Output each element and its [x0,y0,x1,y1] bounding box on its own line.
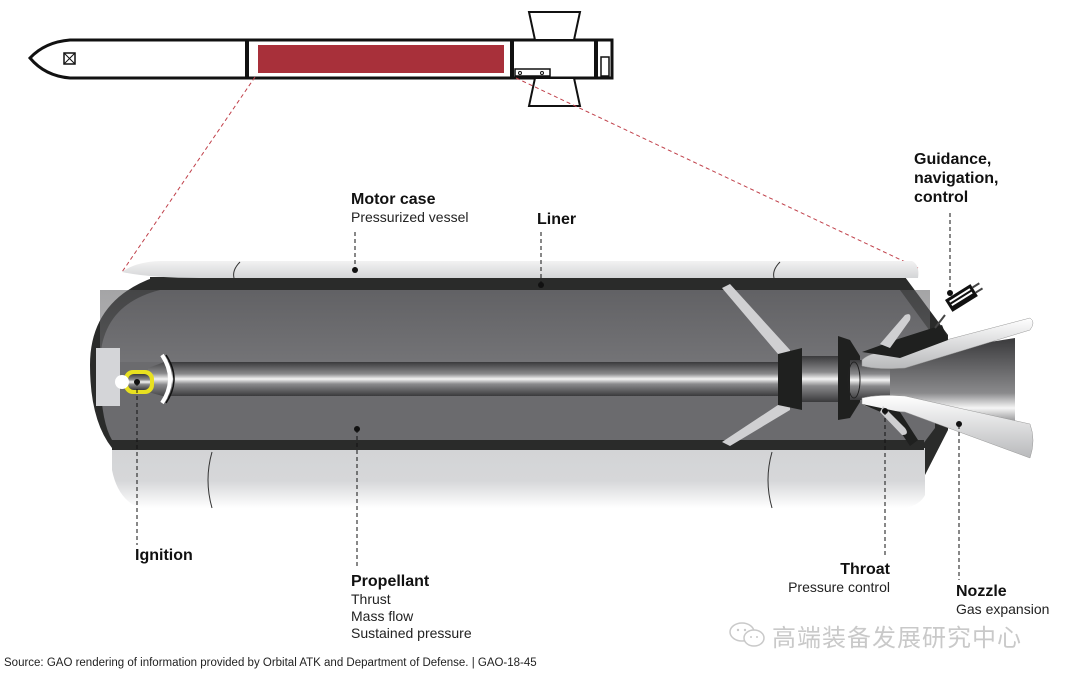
label-nozzle: Nozzle Gas expansion [956,582,1049,618]
label-motor-case: Motor case Pressurized vessel [351,190,469,226]
igniter-cap [160,353,172,405]
nozzle-subtitle: Gas expansion [956,601,1050,618]
label-propellant: Propellant Thrust Mass flow Sustained pr… [351,572,472,642]
zoom-leader-right [515,77,919,269]
label-ignition: Ignition [135,546,193,565]
propellant-section [258,45,504,73]
guidance-line-2: navigation, [914,170,999,188]
zoom-leader-left [121,76,256,273]
motor-case-top [122,261,919,278]
upper-fin [527,11,582,41]
guidance-line-3: control [914,189,969,207]
motor-cutaway [90,261,1034,509]
leader-dots [134,267,962,432]
ignition-title: Ignition [135,547,193,564]
wechat-icon [729,622,765,647]
throat-subtitle: Pressure control [788,579,890,596]
leader-lines [136,213,960,580]
missile-overview [27,11,614,107]
propellant-bore [170,362,778,396]
throat-section [802,356,840,402]
propellant-line: Mass flow [351,607,414,624]
propellant-line: Sustained pressure [351,624,472,641]
guidance-unit [945,282,984,312]
lower-fin [527,77,582,107]
source-note: Source: GAO rendering of information pro… [4,657,537,669]
propellant-title: Propellant [351,573,430,590]
label-guidance: Guidance, navigation, control [914,150,998,208]
guidance-line-1: Guidance, [914,151,992,168]
propellant-line: Thrust [351,591,391,608]
motor-case-title: Motor case [351,191,436,208]
aft-bulkhead [722,284,790,446]
liner-title: Liner [537,211,577,228]
warhead-icon [63,52,76,65]
motor-case-bottom [112,440,925,508]
motor-case-subtitle: Pressurized vessel [351,209,469,226]
watermark-text: 高端装备发展研究中心 [772,624,1022,652]
igniter-housing [96,348,120,406]
throat-title: Throat [840,561,890,578]
label-liner: Liner [537,210,576,229]
label-throat: Throat Pressure control [775,560,890,596]
nozzle-title: Nozzle [956,583,1007,600]
